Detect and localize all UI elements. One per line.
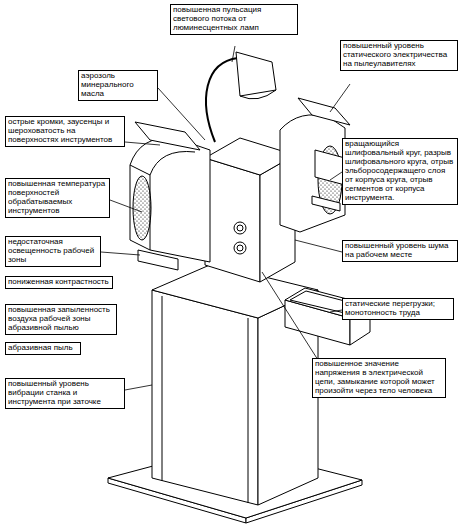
hazard-box: повышенный уровень вибрации станка и инс… xyxy=(5,378,125,409)
pedestal-edge xyxy=(248,318,249,503)
tool-rest xyxy=(138,250,178,270)
hazard-text: повышенный уровень вибрации станка и инс… xyxy=(8,380,122,407)
left-guard-edge xyxy=(150,151,195,175)
hazard-text: повышенное значение напряжения в электри… xyxy=(315,360,443,396)
pedestal-front xyxy=(152,290,258,505)
pedestal-edge xyxy=(162,296,163,481)
lamp-head xyxy=(236,52,276,96)
hazard-box: недостаточная освещенность рабочей зоны xyxy=(5,236,101,267)
eye-shield xyxy=(298,98,350,125)
hazard-text: абразивная пыль xyxy=(8,344,78,353)
hazard-box: повышенный уровень статического электрич… xyxy=(340,40,458,71)
hazard-box: аэрозоль минерального масла xyxy=(78,70,158,101)
hazard-text: статические перегрузки; монотонность тру… xyxy=(345,300,451,318)
hazard-text: пониженная контрастность xyxy=(8,278,110,287)
eye-shield xyxy=(315,150,345,185)
left-guard xyxy=(130,138,210,262)
hazard-text: вращающийся шлифовальный круг, разрыв шл… xyxy=(345,140,455,203)
hazard-box: повышенное значение напряжения в электри… xyxy=(312,358,446,398)
hazard-text: повышенная пульсация светового потока от… xyxy=(173,6,295,33)
leader-line xyxy=(125,142,160,145)
right-guard xyxy=(280,115,345,232)
hazard-box: повышенная температура поверхностей обра… xyxy=(5,178,110,218)
hazard-text: острые кромки, заусенцы и шероховатость … xyxy=(8,118,122,145)
leader-line xyxy=(158,88,205,140)
tool-rest xyxy=(312,196,340,211)
lamp-shade xyxy=(240,90,276,99)
leader-line xyxy=(330,172,342,180)
hazard-box: повышенная запыленность воздуха рабочей … xyxy=(5,304,117,335)
switch-button xyxy=(237,225,243,231)
hazard-box: повышенная пульсация светового потока от… xyxy=(170,4,298,35)
leader-line xyxy=(262,272,318,360)
hazard-text: повышенный уровень шума на рабочем месте xyxy=(345,242,455,260)
hazard-box: повышенный уровень шума на рабочем месте xyxy=(342,240,458,262)
switch-button xyxy=(234,242,246,254)
switch-button xyxy=(234,222,246,234)
hazard-text: повышенная температура поверхностей обра… xyxy=(8,180,107,216)
switch-button xyxy=(237,245,243,251)
leader-line xyxy=(110,200,142,212)
leader-line xyxy=(295,240,342,252)
hazard-box: статические перегрузки; монотонность тру… xyxy=(342,298,454,320)
hazard-box: острые кромки, заусенцы и шероховатость … xyxy=(5,116,125,147)
hazard-text: повышенная запыленность воздуха рабочей … xyxy=(8,306,114,333)
eye-shield xyxy=(135,122,200,150)
hazard-box: вращающийся шлифовальный круг, разрыв шл… xyxy=(342,138,458,205)
hazard-text: недостаточная освещенность рабочей зоны xyxy=(8,238,98,265)
hazard-box: абразивная пыль xyxy=(5,342,81,355)
leader-line xyxy=(330,310,342,312)
leader-line xyxy=(101,252,140,255)
lamp-arm xyxy=(206,58,238,142)
leader-line xyxy=(330,84,350,112)
leader-line xyxy=(232,46,235,62)
left-wheel xyxy=(133,176,151,240)
hazard-text: повышенный уровень статического электрич… xyxy=(343,42,455,69)
hazard-text: аэрозоль минерального масла xyxy=(81,72,155,99)
housing-front xyxy=(205,158,260,282)
hazard-box: пониженная контрастность xyxy=(5,276,113,289)
left-guard-edge xyxy=(130,165,150,250)
leader-line xyxy=(125,385,152,390)
